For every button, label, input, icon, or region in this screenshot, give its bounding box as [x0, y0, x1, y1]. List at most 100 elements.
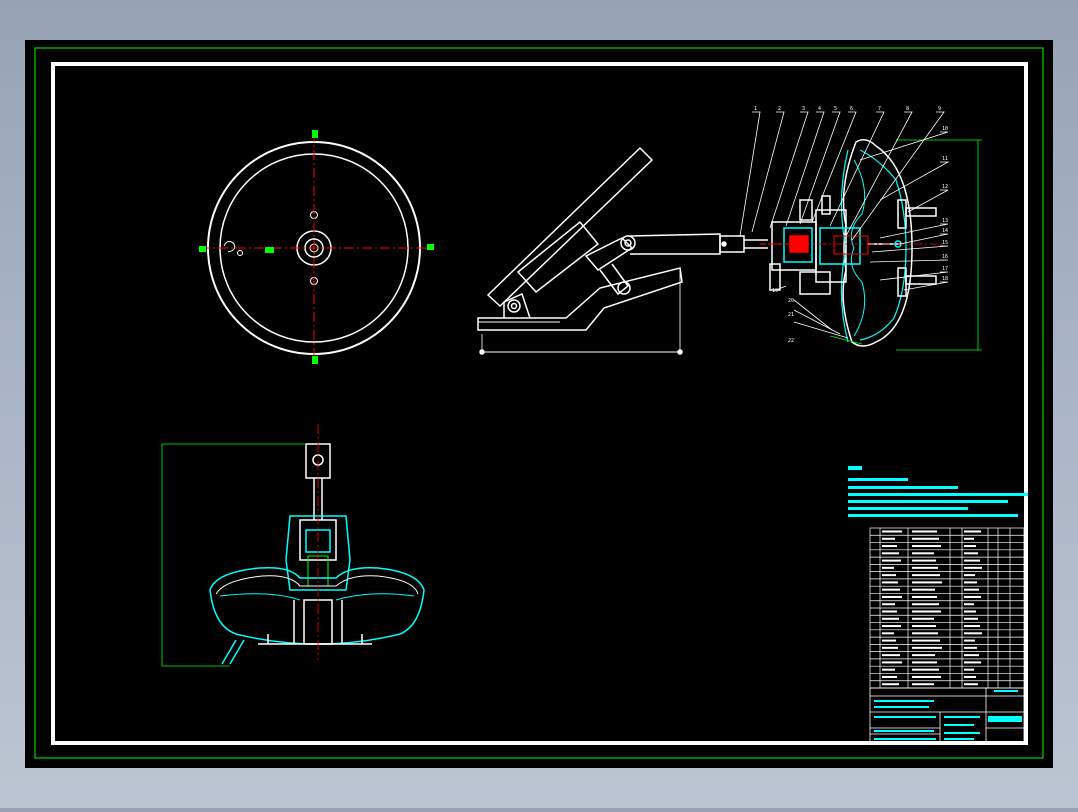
table-cell-text	[912, 588, 935, 591]
table-cell-text	[882, 654, 900, 657]
table-cell-text	[912, 574, 940, 577]
callout-9: 9	[938, 106, 941, 112]
table-cell-text	[882, 552, 899, 555]
title-block-text	[944, 716, 980, 718]
callout-1: 1	[754, 106, 757, 112]
table-cell-text	[964, 595, 981, 598]
table-cell-text	[964, 552, 978, 555]
table-cell-text	[912, 595, 937, 598]
table-cell-text	[882, 530, 902, 533]
title-block-text	[914, 716, 936, 718]
table-cell-text	[964, 683, 978, 686]
table-cell-text	[964, 559, 980, 562]
title-block-text	[944, 724, 974, 726]
callout-5: 5	[834, 106, 837, 112]
title-block-text	[874, 730, 934, 732]
callout-4: 4	[818, 106, 821, 112]
table-cell-text	[912, 545, 941, 548]
table-cell-text	[882, 574, 896, 577]
table-cell-text	[912, 683, 934, 686]
table-cell-text	[882, 566, 894, 569]
parts-list-table	[869, 527, 1025, 689]
callout-20: 20	[788, 298, 794, 304]
outer-sheet-border	[34, 47, 1044, 759]
table-cell-text	[964, 661, 981, 664]
table-cell-text	[882, 559, 901, 562]
table-cell-text	[964, 639, 975, 642]
table-cell-text	[882, 661, 902, 664]
table-cell-text	[964, 545, 976, 548]
callout-14: 14	[942, 228, 948, 234]
drawing-title-text	[988, 716, 1022, 722]
table-cell-text	[882, 610, 897, 613]
title-block-text	[944, 732, 980, 734]
table-cell-text	[882, 625, 901, 628]
callout-17: 17	[942, 266, 948, 272]
table-cell-text	[912, 610, 941, 613]
table-cell-text	[964, 530, 981, 533]
callout-16: 16	[942, 254, 948, 260]
title-block-text	[944, 738, 974, 740]
title-block-text	[874, 738, 936, 740]
table-cell-text	[882, 545, 897, 548]
callout-10: 10	[942, 126, 948, 132]
table-cell-text	[882, 603, 895, 606]
title-block	[869, 687, 1025, 743]
table-cell-text	[912, 537, 939, 540]
callout-3: 3	[802, 106, 805, 112]
table-cell-text	[964, 675, 976, 678]
front-view-circle	[199, 130, 434, 364]
callout-12: 12	[942, 184, 948, 190]
table-cell-text	[912, 625, 936, 628]
inner-sheet-border	[51, 62, 1028, 745]
table-cell-text	[964, 574, 975, 577]
callout-15: 15	[942, 240, 948, 246]
callout-8: 8	[906, 106, 909, 112]
callout-leaders	[739, 111, 950, 339]
table-cell-text	[882, 632, 894, 635]
callout-18: 18	[942, 276, 948, 282]
table-cell-text	[964, 654, 979, 657]
table-cell-text	[912, 566, 938, 569]
table-cell-text	[964, 537, 974, 540]
callout-11: 11	[942, 156, 948, 162]
table-cell-text	[964, 632, 982, 635]
table-cell-text	[882, 646, 898, 649]
table-cell-text	[882, 639, 896, 642]
table-cell-text	[912, 639, 940, 642]
table-cell-text	[912, 603, 939, 606]
table-cell-text	[882, 617, 899, 620]
title-block-labels	[874, 690, 1018, 740]
table-cell-text	[964, 668, 974, 671]
table-cell-text	[964, 581, 977, 584]
callout-numbers: 1 2 3 4 5 6 7 8 9 10 11 12 13 14 15 16 1…	[754, 106, 948, 344]
table-cell-text	[882, 537, 895, 540]
table-cell-text	[912, 530, 937, 533]
drawing-canvas	[25, 40, 1053, 768]
table-cell-text	[882, 668, 895, 671]
callout-7: 7	[878, 106, 881, 112]
table-cell-text	[912, 668, 939, 671]
callout-6: 6	[850, 106, 853, 112]
table-cell-text	[912, 661, 937, 664]
table-cell-text	[964, 603, 974, 606]
pedal-linkage-view	[477, 146, 768, 355]
callout-13: 13	[942, 218, 948, 224]
title-block-text	[874, 716, 914, 718]
title-block-text	[994, 690, 1018, 692]
table-cell-text	[912, 646, 942, 649]
table-cell-text	[964, 617, 978, 620]
table-cell-text	[882, 595, 902, 598]
table-cell-text	[912, 617, 934, 620]
side-section-view	[161, 424, 425, 667]
table-cell-text	[912, 675, 941, 678]
callout-19: 19	[772, 288, 778, 294]
table-cell-text	[882, 675, 897, 678]
table-cell-text	[912, 552, 934, 555]
table-cell-text	[964, 566, 982, 569]
table-cell-text	[912, 581, 942, 584]
table-cell-text	[912, 632, 938, 635]
booster-section-view	[760, 139, 982, 351]
